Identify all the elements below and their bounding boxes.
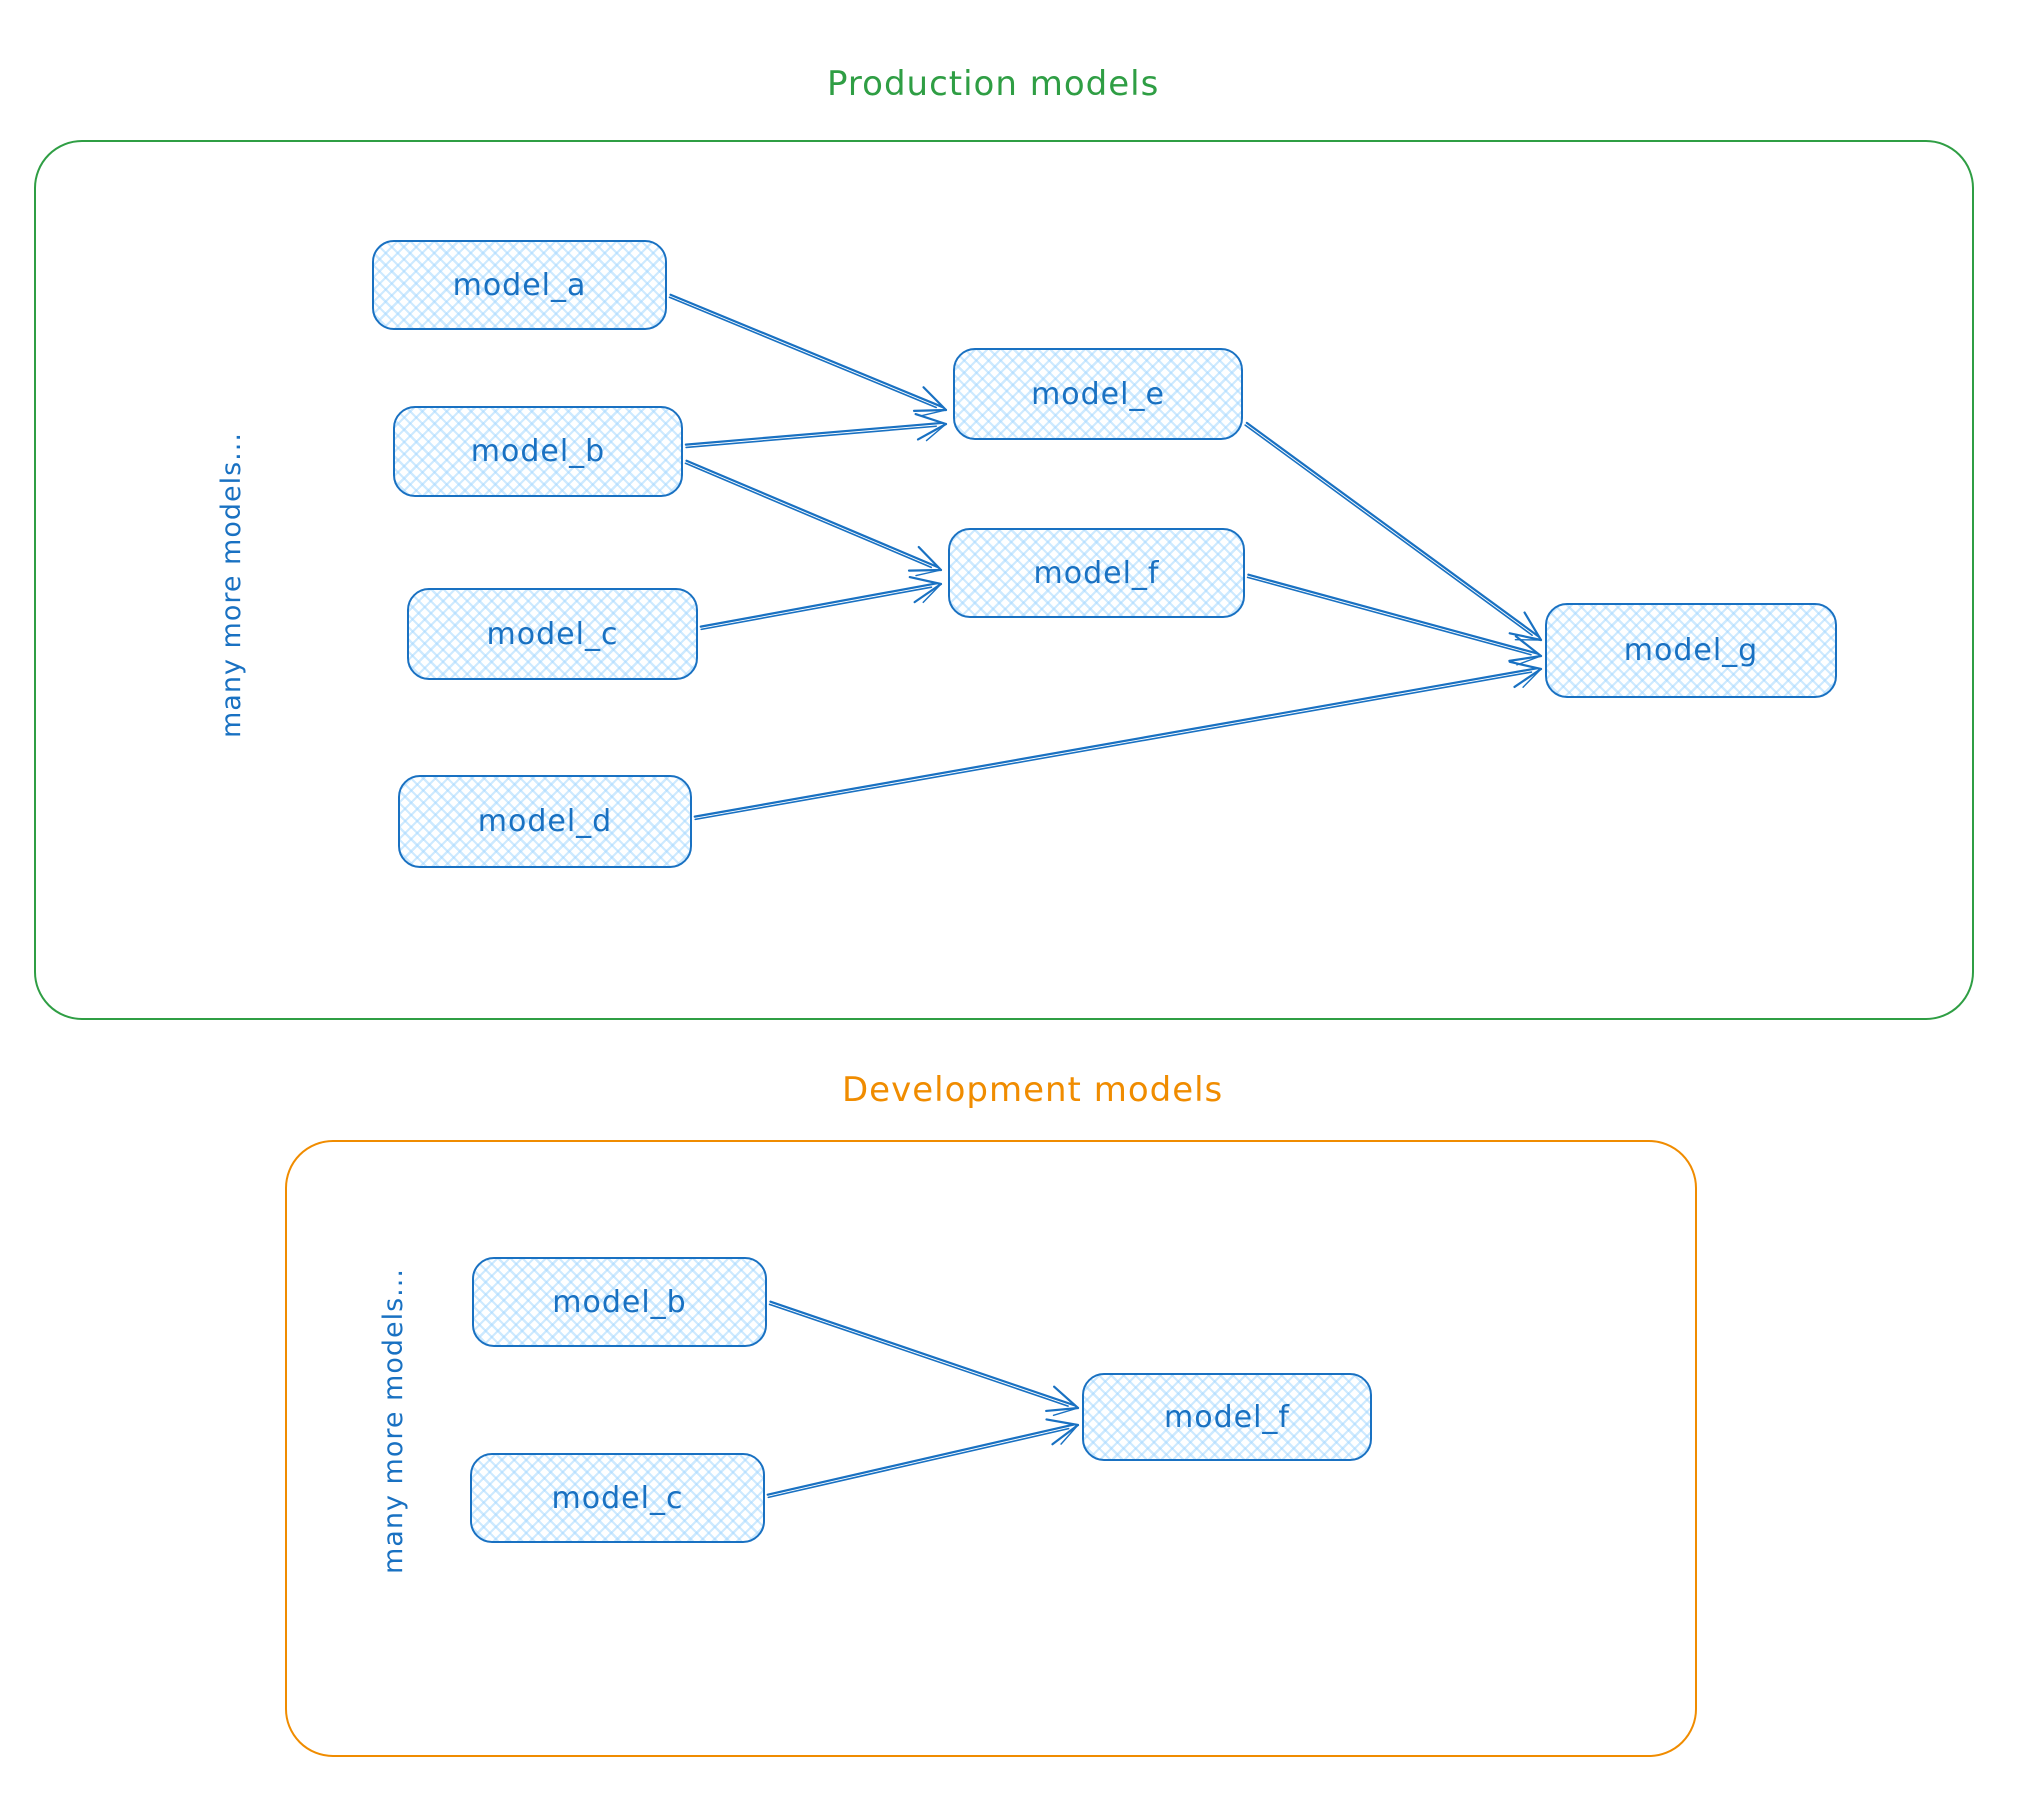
production-node-model_c: model_c [407,588,698,680]
production-section-title: Production models [827,64,1160,104]
production-side-label: many more models... [216,432,247,738]
node-label-model_b: model_b [470,434,606,469]
production-section-frame [34,140,1974,1020]
node-label-model_d: model_d [477,804,613,839]
production-node-model_f: model_f [948,528,1245,618]
production-node-model_a: model_a [372,240,667,330]
development-section-frame [285,1140,1697,1757]
development-node-model_c: model_c [470,1453,765,1543]
node-label-model_c: model_c [486,616,619,652]
node-label-model_f: model_f [1033,555,1160,591]
node-label-dev-model_b: model_b [552,1284,687,1320]
node-label-model_g: model_g [1623,633,1759,668]
production-node-model_b: model_b [393,406,683,497]
node-label-model_a: model_a [452,267,587,303]
node-label-model_e: model_e [1031,376,1165,412]
node-label-dev-model_c: model_c [551,1480,684,1516]
production-node-model_g: model_g [1545,603,1837,698]
production-node-model_d: model_d [398,775,692,868]
production-node-model_e: model_e [953,348,1243,440]
development-node-model_b: model_b [472,1257,767,1347]
development-section-title: Development models [842,1070,1224,1110]
development-side-label: many more models... [378,1268,409,1574]
development-node-model_f: model_f [1082,1373,1372,1461]
node-label-dev-model_f: model_f [1164,1399,1290,1435]
